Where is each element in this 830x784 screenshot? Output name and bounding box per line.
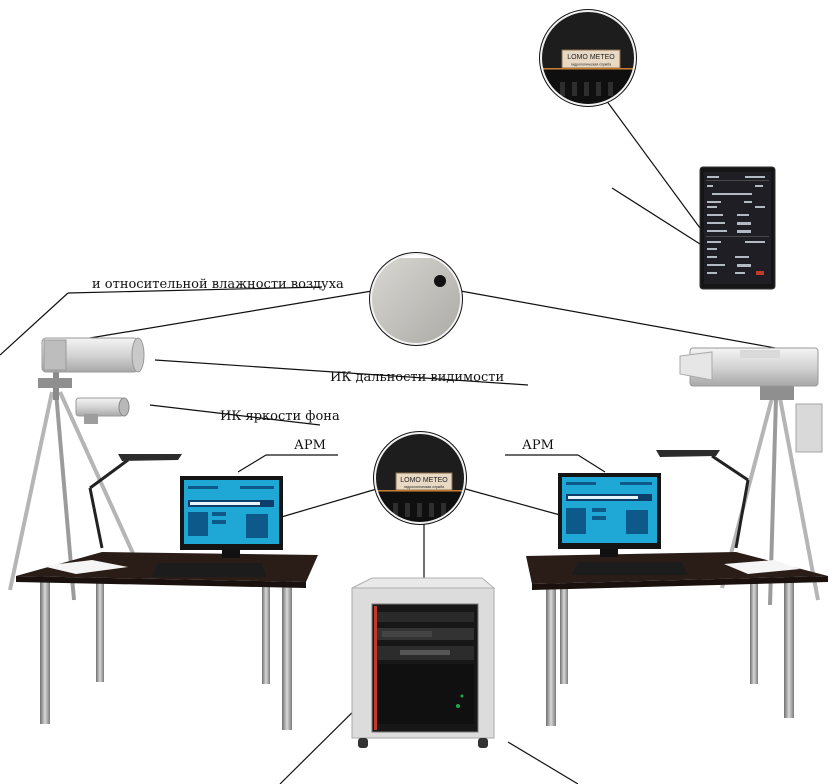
humidity-label: и относительной влажности воздуха: [92, 277, 344, 292]
left-workstation: [16, 454, 318, 730]
apm-label-right: АРМ: [522, 438, 554, 453]
mounting-hole-icon: [434, 275, 446, 287]
server-rack: [351, 577, 496, 748]
ir-visibility-label: ИК дальности видимости: [330, 370, 504, 385]
brand-name-low: LOMO METEO: [400, 477, 448, 484]
ir-background-label: ИК яркости фона: [220, 409, 340, 424]
detail-circle-top: LOMO METEO гидрологическая служба: [539, 9, 637, 107]
right-workstation: [526, 450, 828, 726]
ir-background-sensor: [75, 397, 125, 417]
apm-label-left: АРМ: [294, 438, 326, 453]
detail-circle-low: LOMO METEO гидрологическая служба: [373, 431, 467, 525]
brand-name-top: LOMO METEO: [567, 54, 615, 61]
callout-lines: [0, 99, 793, 784]
brand-subtitle-top: гидрологическая служба: [571, 63, 611, 67]
detail-circle-mid: [369, 252, 463, 346]
tablet-display-icon: [699, 166, 776, 290]
brand-subtitle-low: гидрологическая служба: [404, 485, 444, 489]
